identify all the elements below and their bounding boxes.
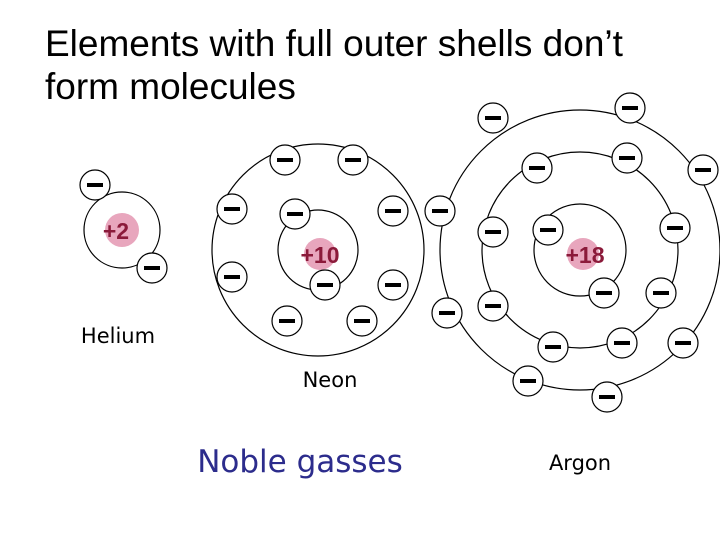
electron bbox=[217, 262, 247, 292]
atom-label-neon: Neon bbox=[303, 368, 358, 392]
electron bbox=[378, 196, 408, 226]
electron bbox=[432, 298, 462, 328]
electron bbox=[425, 196, 455, 226]
electron bbox=[338, 145, 368, 175]
electron bbox=[533, 215, 563, 245]
electron bbox=[612, 143, 642, 173]
atom-label-argon: Argon bbox=[549, 451, 611, 475]
nucleus-charge: +10 bbox=[300, 242, 339, 268]
electron bbox=[513, 366, 543, 396]
electron bbox=[646, 278, 676, 308]
nucleus-charge: +2 bbox=[103, 218, 129, 244]
electron bbox=[270, 145, 300, 175]
electron bbox=[347, 306, 377, 336]
electron bbox=[478, 217, 508, 247]
caption-noble-gasses: Noble gasses bbox=[197, 444, 403, 480]
atom-label-helium: Helium bbox=[81, 324, 155, 348]
electron bbox=[137, 253, 167, 283]
electron bbox=[280, 199, 310, 229]
electron bbox=[272, 306, 302, 336]
electron bbox=[538, 332, 568, 362]
electron bbox=[217, 194, 247, 224]
electron bbox=[688, 155, 718, 185]
electron bbox=[80, 170, 110, 200]
electron bbox=[310, 270, 340, 300]
atom-neon: +10 Neon bbox=[212, 144, 424, 392]
electron bbox=[607, 328, 637, 358]
electron bbox=[478, 103, 508, 133]
atom-helium: +2 Helium bbox=[80, 170, 167, 348]
electron bbox=[660, 213, 690, 243]
electron bbox=[522, 153, 552, 183]
electron bbox=[378, 270, 408, 300]
nucleus-charge: +18 bbox=[565, 242, 604, 268]
electron bbox=[615, 93, 645, 123]
atom-argon: +18 Argon bbox=[425, 93, 720, 475]
electron bbox=[478, 291, 508, 321]
electron bbox=[592, 382, 622, 412]
electron bbox=[668, 328, 698, 358]
electron bbox=[589, 278, 619, 308]
